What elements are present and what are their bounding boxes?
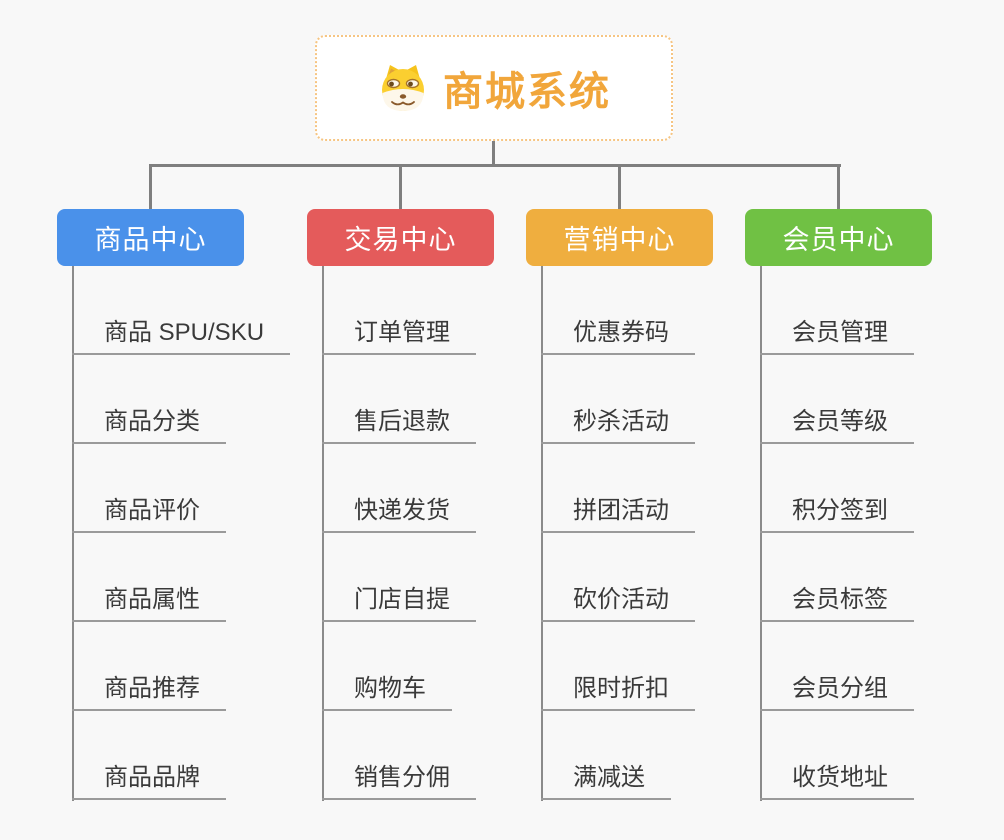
branch-item-list: 订单管理售后退款快递发货门店自提购物车销售分佣	[322, 266, 476, 800]
branch-item: 商品品牌	[72, 711, 290, 800]
connector-drop-3	[618, 166, 621, 209]
branch-item: 砍价活动	[541, 533, 695, 622]
branch-connector-line	[760, 266, 762, 801]
branch-item: 商品推荐	[72, 622, 290, 711]
connector-horizontal	[149, 164, 841, 167]
topic-label[interactable]: 订单管理	[322, 318, 476, 355]
branch-header[interactable]: 商品中心	[57, 209, 244, 266]
topic-label[interactable]: 快递发货	[322, 496, 476, 533]
branch-item: 会员等级	[760, 355, 914, 444]
branch-item: 限时折扣	[541, 622, 695, 711]
root-topic[interactable]: 商城系统	[315, 35, 673, 141]
connector-drop-2	[399, 166, 402, 209]
branch-item-list: 商品 SPU/SKU 商品分类商品评价商品属性商品推荐商品品牌	[72, 266, 291, 800]
topic-label[interactable]: 商品推荐	[72, 674, 226, 711]
topic-label[interactable]: 销售分佣	[322, 763, 476, 800]
branch-connector-line	[322, 266, 324, 801]
branch-2: 交易中心订单管理售后退款快递发货门店自提购物车销售分佣	[307, 209, 497, 801]
topic-label[interactable]: 满减送	[541, 763, 671, 800]
topic-label[interactable]: 购物车	[322, 674, 452, 711]
topic-label[interactable]: 积分签到	[760, 496, 914, 533]
branch-1: 商品中心商品 SPU/SKU 商品分类商品评价商品属性商品推荐商品品牌	[57, 209, 291, 801]
branch-item: 拼团活动	[541, 444, 695, 533]
root-topic-title: 商城系统	[443, 70, 611, 114]
topic-label[interactable]: 会员管理	[760, 318, 914, 355]
branch-item-list: 优惠券码秒杀活动拼团活动砍价活动限时折扣满减送	[541, 266, 695, 800]
branch-item: 积分签到	[760, 444, 914, 533]
topic-label[interactable]: 商品分类	[72, 407, 226, 444]
topic-label[interactable]: 商品 SPU/SKU	[72, 318, 291, 355]
branch-header[interactable]: 交易中心	[307, 209, 494, 266]
connector-root-stub	[492, 141, 495, 166]
branch-connector-line	[72, 266, 74, 801]
topic-label[interactable]: 会员分组	[760, 674, 914, 711]
topic-label[interactable]: 会员标签	[760, 585, 914, 622]
topic-label[interactable]: 商品评价	[72, 496, 226, 533]
doge-face-icon	[382, 65, 424, 111]
branch-item: 商品分类	[72, 355, 290, 444]
topic-label[interactable]: 限时折扣	[541, 674, 695, 711]
branch-item: 优惠券码	[541, 266, 695, 355]
topic-label[interactable]: 拼团活动	[541, 496, 695, 533]
branch-item-list: 会员管理会员等级积分签到会员标签会员分组收货地址	[760, 266, 914, 800]
branch-item: 会员分组	[760, 622, 914, 711]
topic-label[interactable]: 售后退款	[322, 407, 476, 444]
branch-item: 订单管理	[322, 266, 476, 355]
branch-item: 快递发货	[322, 444, 476, 533]
topic-label[interactable]: 商品属性	[72, 585, 226, 622]
branch-connector-line	[541, 266, 543, 801]
topic-label[interactable]: 砍价活动	[541, 585, 695, 622]
branch-3: 营销中心优惠券码秒杀活动拼团活动砍价活动限时折扣满减送	[526, 209, 716, 801]
topic-label[interactable]: 收货地址	[760, 763, 914, 800]
branch-header[interactable]: 营销中心	[526, 209, 713, 266]
branch-item: 商品属性	[72, 533, 290, 622]
branch-item: 购物车	[322, 622, 476, 711]
branch-item: 收货地址	[760, 711, 914, 800]
branch-item: 商品 SPU/SKU	[72, 266, 291, 355]
branch-item: 秒杀活动	[541, 355, 695, 444]
connector-drop-1	[149, 166, 152, 209]
topic-label[interactable]: 秒杀活动	[541, 407, 695, 444]
branch-item: 会员标签	[760, 533, 914, 622]
connector-drop-4	[837, 166, 840, 209]
topic-label[interactable]: 门店自提	[322, 585, 476, 622]
topic-label[interactable]: 会员等级	[760, 407, 914, 444]
topic-label[interactable]: 商品品牌	[72, 763, 226, 800]
branch-item: 售后退款	[322, 355, 476, 444]
branch-item: 销售分佣	[322, 711, 476, 800]
branch-header[interactable]: 会员中心	[745, 209, 932, 266]
branch-item: 会员管理	[760, 266, 914, 355]
branch-item: 门店自提	[322, 533, 476, 622]
branch-item: 商品评价	[72, 444, 290, 533]
branch-item: 满减送	[541, 711, 695, 800]
branch-4: 会员中心会员管理会员等级积分签到会员标签会员分组收货地址	[745, 209, 935, 801]
topic-label[interactable]: 优惠券码	[541, 318, 695, 355]
